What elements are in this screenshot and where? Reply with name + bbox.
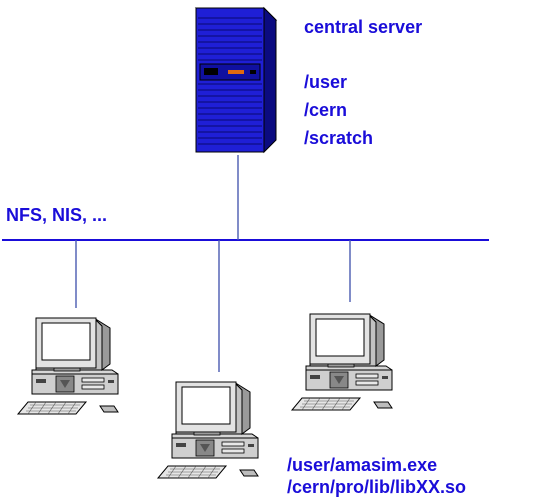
client-path-exe: /user/amasim.exe [287,455,438,475]
client-path-lib: /cern/pro/lib/libXX.so [287,477,467,497]
workstation-right-icon [291,313,393,411]
workstation-middle-icon [157,381,259,479]
server-label: central server [304,17,423,37]
central-server-icon [194,6,278,154]
server-export-scratch: /scratch [304,128,374,148]
workstation-left-icon [17,317,119,415]
server-export-user: /user [304,72,348,92]
server-export-cern: /cern [304,100,348,120]
network-label: NFS, NIS, ... [6,205,108,225]
